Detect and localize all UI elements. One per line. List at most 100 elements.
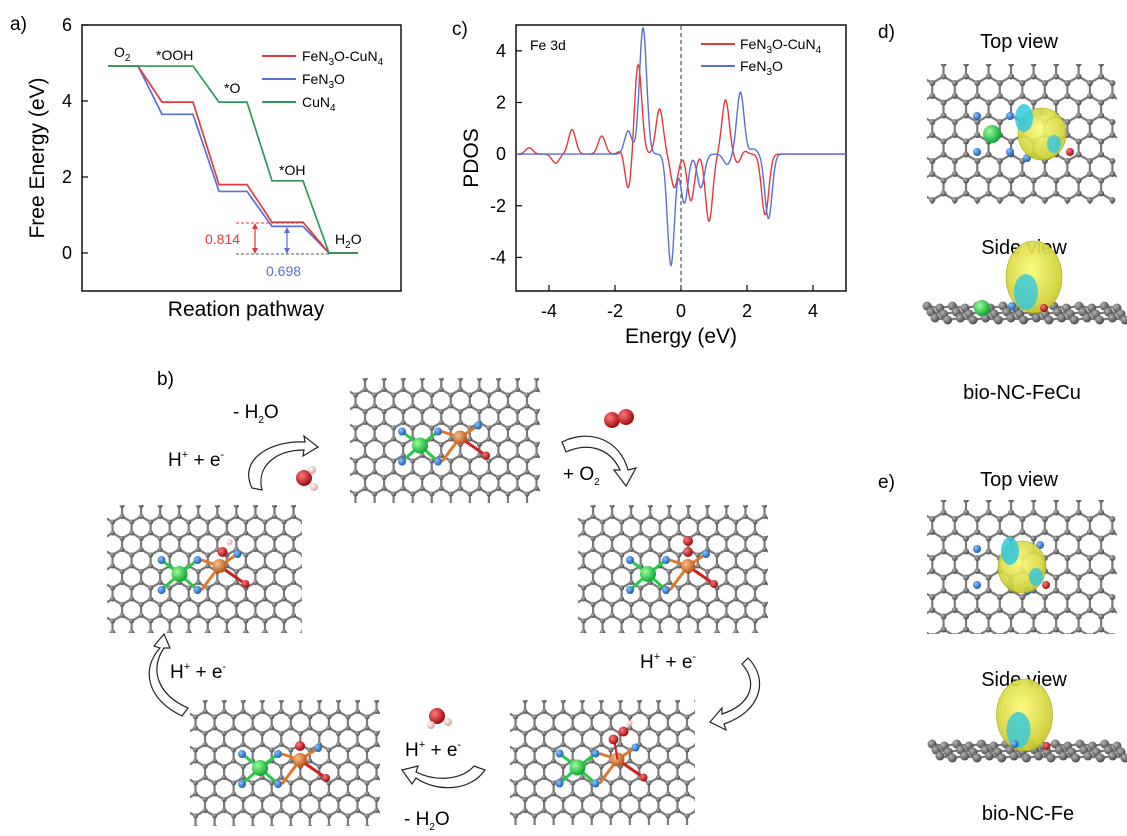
nitrogen-atom [662,556,670,564]
carbon-atom [628,824,632,825]
carbon-atom [243,563,249,569]
carbon-atom [1098,613,1105,620]
carbon-atom [599,830,604,835]
carbon-atom [665,747,671,753]
carbon-atom [316,730,322,737]
carbon-atom [298,830,303,835]
carbon-atom [676,618,682,624]
carbon-atom [364,747,370,753]
carbon-atom [476,386,482,393]
rxn-h-e-left-top: H+ + e- [168,449,224,471]
carbon-atom [544,502,549,507]
carbon-atom [724,646,729,651]
carbon-atom [335,708,341,715]
carbon-atom [1109,132,1116,138]
carbon-atom [551,791,557,797]
carbon-atom [310,547,315,552]
rxn-h-e-right: H+ + e- [640,651,696,673]
c-c-bond [1056,649,1067,656]
graphene-sheet [927,64,1117,236]
carbon-atom [335,741,341,748]
carbon-atom [495,485,501,492]
carbon-atom [362,386,368,393]
nitrogen-atom [398,427,406,436]
carbon-atom [674,774,681,781]
structure-o [190,700,380,835]
nitrogen-atom [274,750,282,758]
carbon-atom [1064,516,1071,522]
oxygen-atom [710,580,718,588]
oxygen-atom [1066,148,1074,156]
c-c-bond [322,599,332,605]
carbon-atom [205,585,211,591]
carbon-atom [250,791,256,797]
panel-a-legend: FeN3O-CuN4 FeN3O CuN4 [262,48,384,114]
carbon-atom [243,629,249,633]
c-c-bond [563,827,573,833]
carbon-atom [974,132,981,138]
carbon-atom [410,403,416,409]
carbon-atom [231,813,237,819]
carbon-atom [532,714,538,720]
carbon-atom [343,508,348,513]
c-c-bond [564,583,574,589]
legend-a-cun4: CuN4 [302,94,336,114]
carbon-atom [252,601,258,608]
carbon-atom [495,419,501,426]
carbon-atom [290,579,297,586]
oxygen-atom [1042,581,1050,589]
carbon-atom [139,635,144,640]
c-c-bond [1022,213,1033,220]
carbon-atom [772,629,777,634]
adsorbed-o [683,547,693,557]
carbon-atom [486,403,492,409]
carbon-atom [278,730,284,737]
carbon-atom [619,629,625,633]
carbon-atom [598,807,604,814]
legend-a-fen3o: FeN3O [302,71,345,91]
carbon-atom [723,612,729,619]
carbon-atom [307,758,313,764]
carbon-atom [532,791,538,797]
c-c-bond [944,213,955,220]
carbon-atom [627,791,633,797]
carbon-atom [269,824,275,826]
carbon-atom [761,513,768,520]
carbon-atom [761,601,768,608]
carbon-atom [202,700,208,704]
c-c-bond [93,616,103,622]
carbon-atom [629,635,634,640]
carbon-atom [1109,210,1115,216]
carbon-atom [657,530,663,536]
carbon-atom [655,741,661,748]
c-c-bond [506,827,516,833]
copper-atom [252,760,268,776]
c-c-bond [170,649,180,655]
carbon-atom [1075,99,1082,106]
carbon-atom [742,505,749,509]
carbon-atom [636,708,642,715]
carbon-atom [307,714,313,720]
carbon-atom [505,436,511,442]
carbon-atom [1109,158,1116,164]
carbon-atom [666,505,672,509]
c-c-bond [564,649,574,655]
carbon-atom [723,601,729,608]
carbon-atom [1075,64,1082,67]
carbon-atom [514,378,521,382]
carbon-atom [259,700,265,704]
carbon-atom [1057,313,1067,323]
panel-d-label: d) [878,22,895,43]
carbon-atom [495,441,501,448]
carbon-atom [1098,230,1104,236]
carbon-atom [300,629,302,633]
carbon-atom [1041,93,1048,99]
carbon-atom [985,64,992,67]
nitrogen-atom [626,556,634,564]
carbon-atom [1019,594,1026,600]
carbon-atom [429,458,435,464]
c-c-bond [755,649,765,655]
c-c-bond [281,827,291,833]
carbon-atom [233,535,239,542]
carbon-atom [723,568,729,575]
